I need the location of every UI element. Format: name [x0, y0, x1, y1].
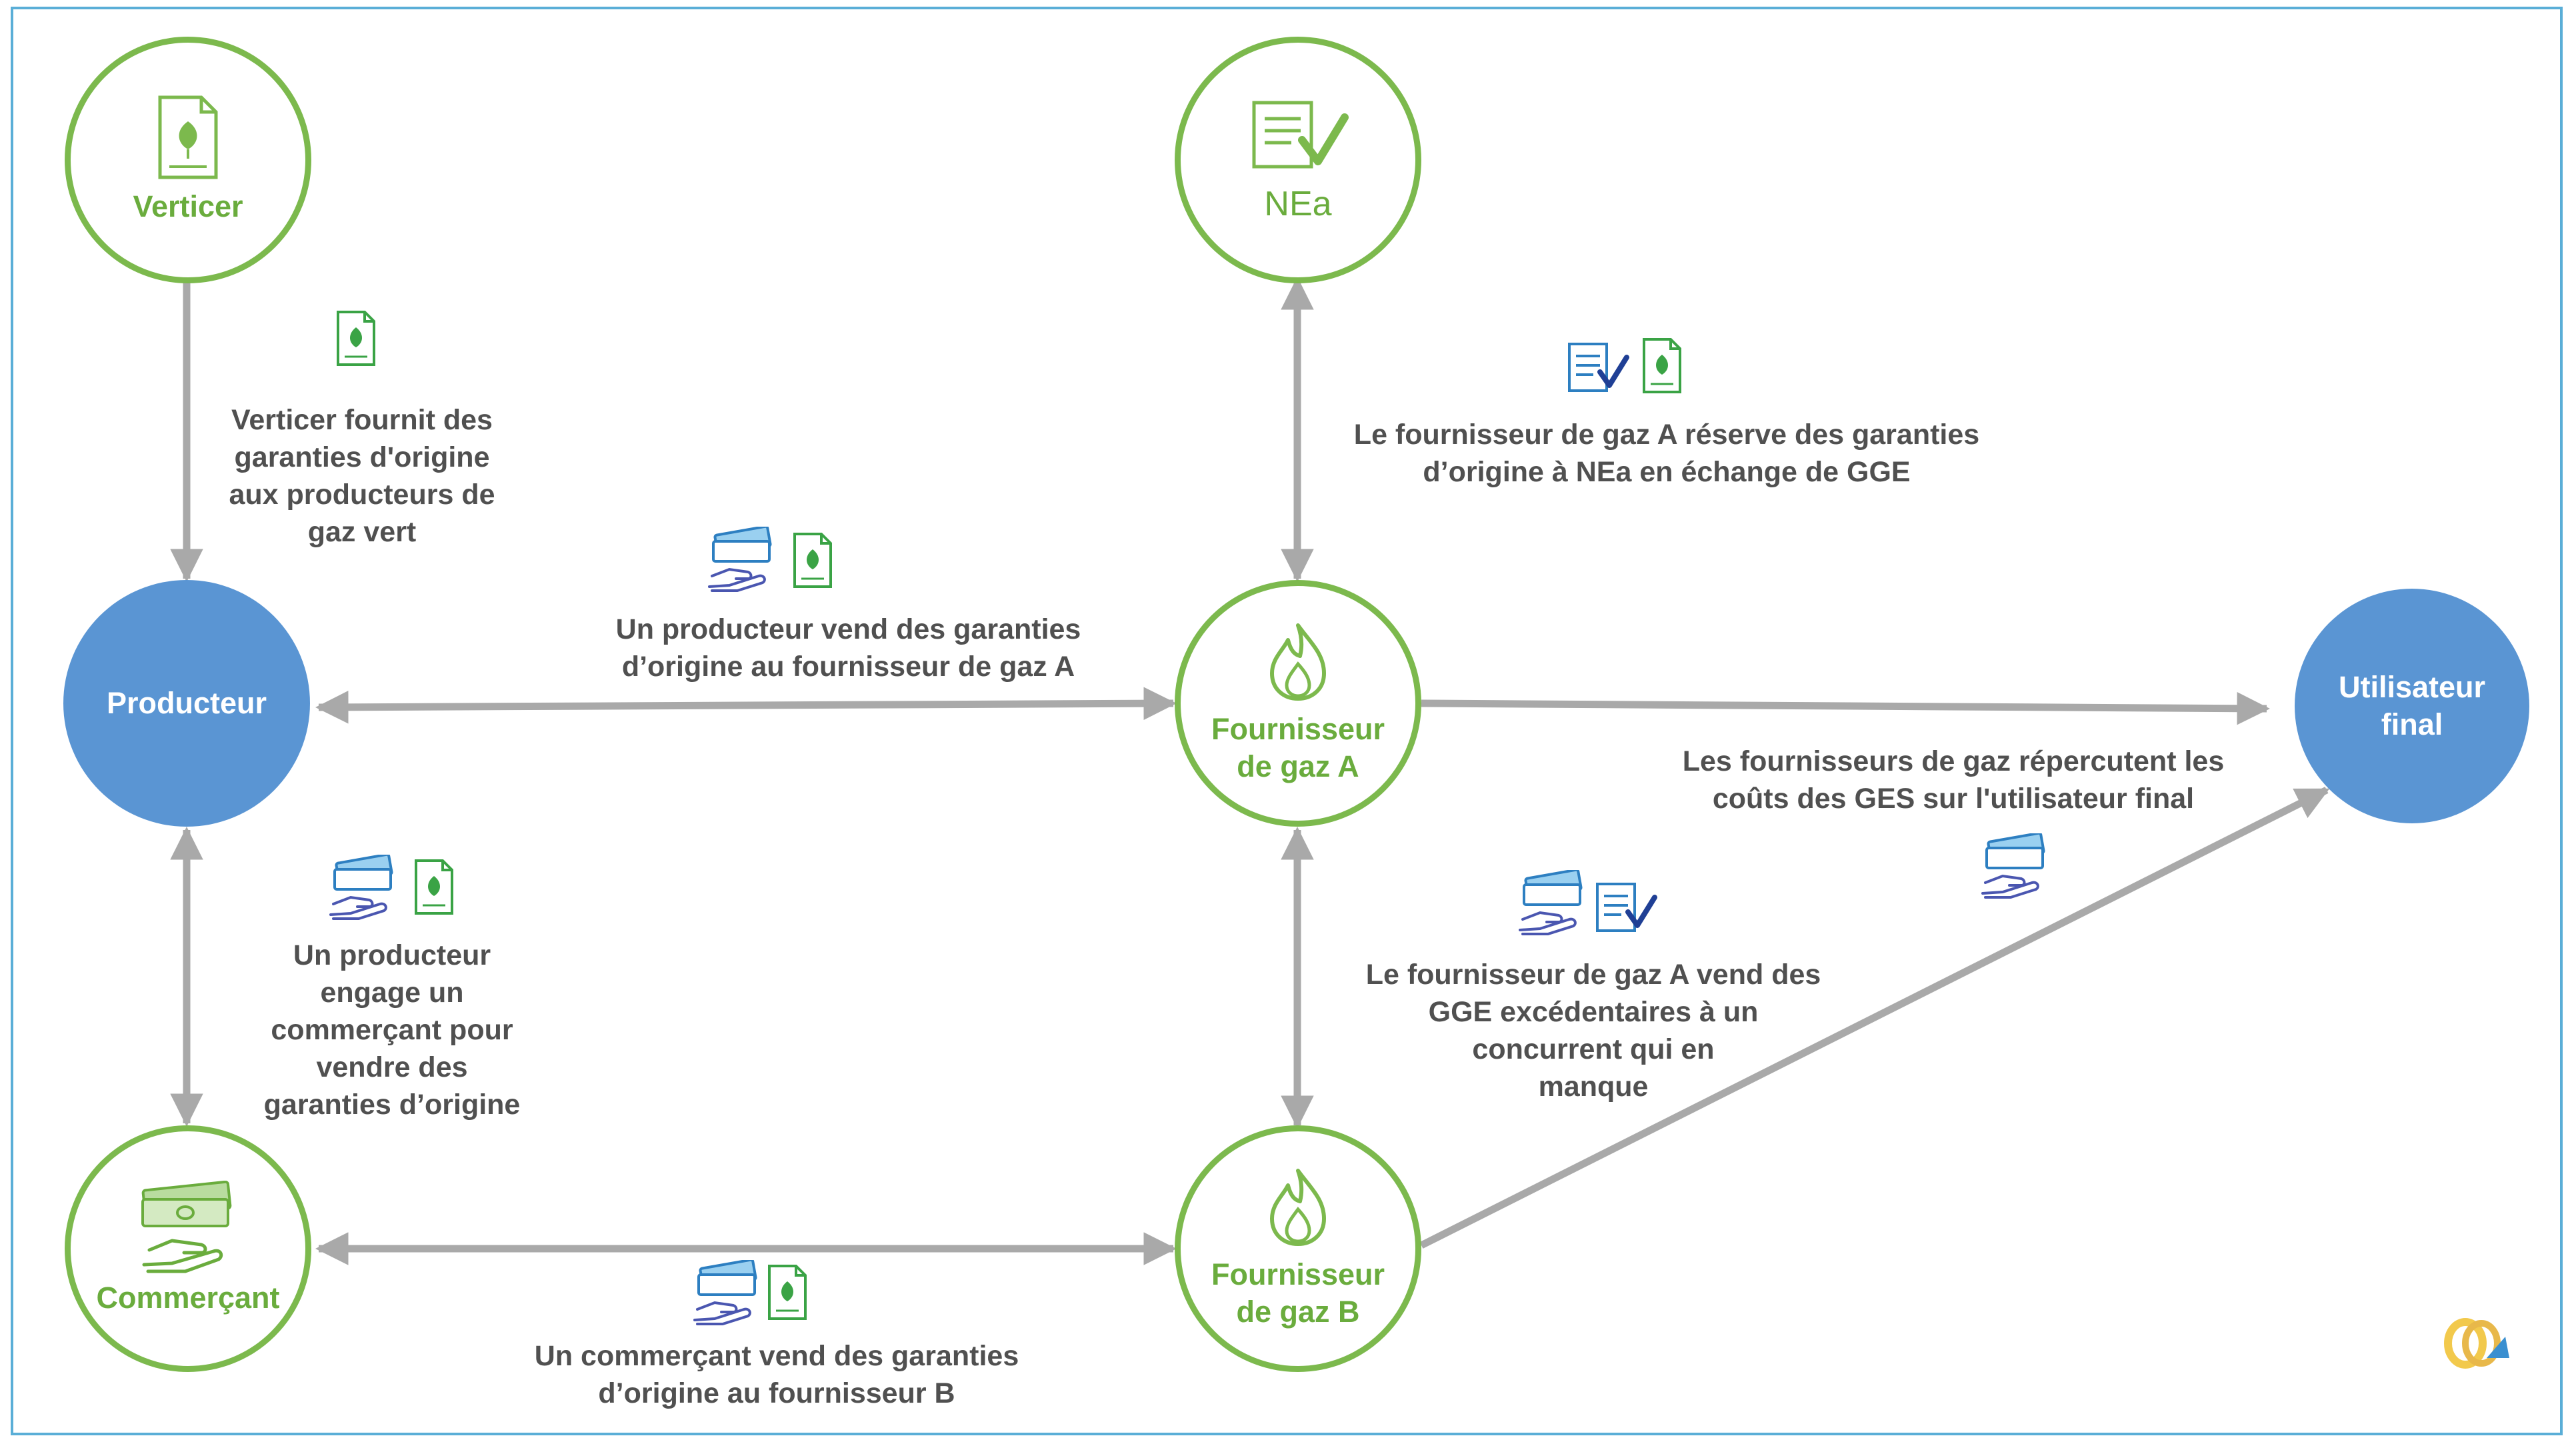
- money-hand-icon: [1981, 833, 2045, 899]
- node-utilisateur-final-label: Utilisateur final: [2338, 670, 2486, 741]
- node-fournisseur-a-label: Fournisseur de gaz A: [1211, 712, 1385, 783]
- node-verticer-label: Verticer: [133, 189, 243, 223]
- money-hand-icon: [329, 855, 393, 920]
- node-nea-label: NEa: [1264, 185, 1332, 223]
- arrow-fournisseur-a-utilisateur: [1421, 691, 2270, 725]
- diagram-frame: [11, 7, 2563, 1435]
- arrow-fournisseur-b-utilisateur: [1419, 787, 2330, 1249]
- caption-producteur-fournisseur-a: Un producteur vend des garanties d’origi…: [615, 613, 1081, 683]
- certificate-icon: [768, 1265, 807, 1320]
- node-fournisseur-b: Fournisseur de gaz B: [1175, 1125, 1421, 1372]
- brand-logo-icon: [2444, 1318, 2509, 1369]
- certificate-icon: [793, 533, 832, 588]
- certificate-icon: [415, 859, 453, 915]
- caption-verticer-producteur: Verticer fournit des garanties d'origine…: [229, 404, 495, 548]
- certificate-icon: [1643, 338, 1681, 393]
- flame-icon: [1270, 1169, 1326, 1246]
- certificate-icon: [158, 95, 218, 179]
- money-hand-icon: [693, 1260, 757, 1325]
- document-check-icon: [1252, 101, 1349, 169]
- caption-producteur-commercant: Un producteur engage un commerçant pour …: [263, 939, 521, 1121]
- document-check-icon: [1596, 883, 1657, 932]
- node-commercant-label: Commerçant: [96, 1281, 280, 1315]
- node-nea: NEa: [1175, 37, 1421, 283]
- caption-fournisseurs-utilisateur: Les fournisseurs de gaz répercutent les …: [1682, 745, 2225, 815]
- node-producteur-label: Producteur: [106, 686, 267, 720]
- cash-stack-icon: [141, 1181, 232, 1273]
- node-fournisseur-a: Fournisseur de gaz A: [1175, 580, 1421, 827]
- caption-fournisseur-a-b: Le fournisseur de gaz A vend des GGE exc…: [1365, 959, 1821, 1103]
- certificate-icon: [337, 311, 375, 366]
- node-commercant: Commerçant: [65, 1125, 311, 1372]
- node-verticer: Verticer: [65, 37, 311, 283]
- caption-nea-fournisseur-a: Le fournisseur de gaz A réserve des gara…: [1353, 419, 1980, 488]
- flame-icon: [1270, 623, 1326, 701]
- document-check-icon: [1568, 343, 1629, 392]
- caption-commercant-fournisseur-b: Un commerçant vend des garanties d’origi…: [534, 1340, 1019, 1409]
- node-utilisateur-final: Utilisateur final: [2295, 589, 2529, 823]
- node-fournisseur-b-label: Fournisseur de gaz B: [1211, 1257, 1385, 1329]
- node-producteur: Producteur: [63, 580, 310, 827]
- money-hand-icon: [1519, 870, 1583, 935]
- arrow-producteur-fournisseur-a: [315, 687, 1177, 724]
- money-hand-icon: [708, 527, 772, 592]
